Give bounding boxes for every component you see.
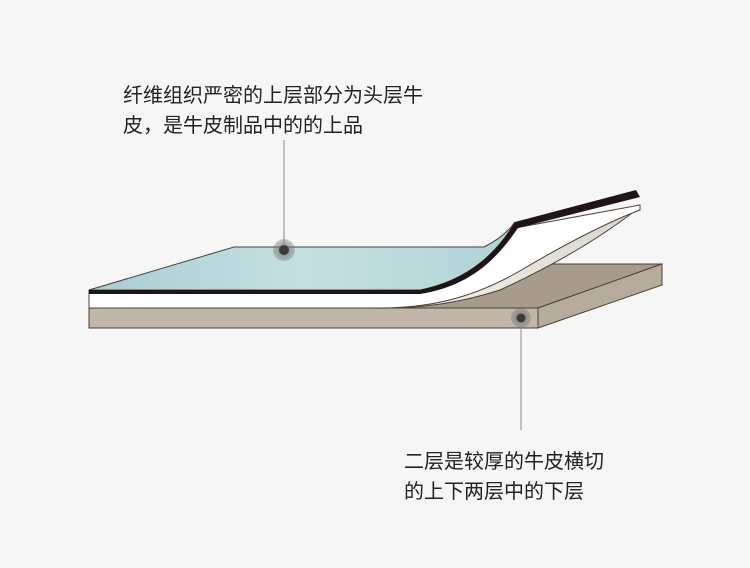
bottom-label-line-1: 二层是较厚的牛皮横切 [404,449,604,473]
top-layer-label: 纤维组织严密的上层部分为头层牛 皮，是牛皮制品中的的上品 [123,80,423,140]
split-layer-side-face [537,263,663,329]
split-layer-front-face [88,307,539,329]
top-layer-callout [273,140,295,261]
top-marker-dot [279,245,289,255]
bottom-marker-dot [516,313,526,323]
top-label-line-2: 皮，是牛皮制品中的的上品 [123,113,363,137]
top-layer-surface [88,221,516,291]
top-label-line-1: 纤维组织严密的上层部分为头层牛 [123,83,423,107]
split-layer-label: 二层是较厚的牛皮横切 的上下两层中的下层 [404,446,604,506]
split-layer-callout [511,308,531,430]
top-grain-layer [88,190,641,309]
bottom-label-line-2: 的上下两层中的下层 [404,479,584,503]
